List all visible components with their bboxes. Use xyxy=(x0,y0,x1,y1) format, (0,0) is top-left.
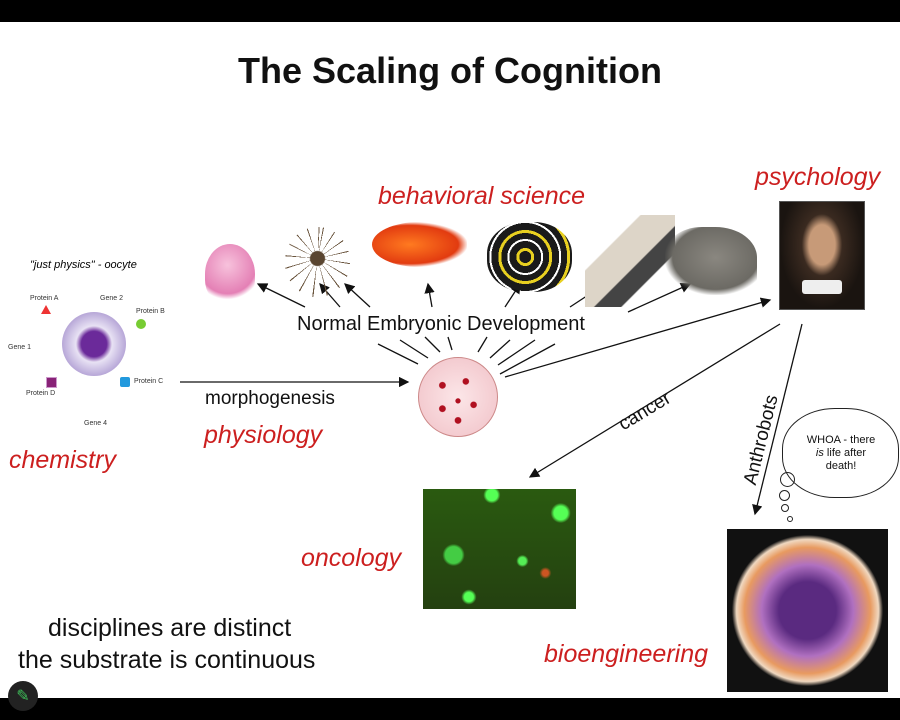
gene-1-label: Gene 1 xyxy=(8,344,31,351)
slide: The Scaling of Cognition "just physics" xyxy=(0,22,900,698)
normal-development-label: Normal Embryonic Development xyxy=(297,313,585,335)
bubble-dot-2 xyxy=(779,490,790,501)
oncology-label: oncology xyxy=(301,544,402,572)
pencil-icon: ✎ xyxy=(16,688,30,705)
jellyfish-image xyxy=(205,244,255,304)
oocyte-caption: "just physics" - oocyte xyxy=(30,259,137,271)
bubble-line3: death! xyxy=(825,460,857,472)
arrows xyxy=(180,282,803,516)
thought-bubble xyxy=(782,408,899,498)
protein-d-label: Protein D xyxy=(26,390,56,397)
snake-image xyxy=(487,222,572,292)
gene-4-label: Gene 4 xyxy=(84,420,107,427)
bubble-line2: life after xyxy=(823,447,867,459)
elephant-image xyxy=(665,227,757,295)
oncology-image xyxy=(423,489,576,609)
protein-b-label: Protein B xyxy=(136,308,165,315)
protein-c-icon xyxy=(120,377,130,387)
protein-c-label: Protein C xyxy=(134,378,164,385)
oocyte-image xyxy=(62,312,126,376)
bubble-line1: WHOA - there xyxy=(806,434,876,446)
bubble-is: is xyxy=(815,447,824,459)
footer-line-1: disciplines are distinct xyxy=(48,614,292,642)
bubble-dot-4 xyxy=(787,516,793,522)
bubble-dot-3 xyxy=(781,504,789,512)
descartes-portrait xyxy=(779,201,865,310)
spider-image xyxy=(285,227,350,297)
anthrobot-image xyxy=(727,529,888,692)
protein-d-icon xyxy=(46,377,57,388)
embryo-image xyxy=(418,357,498,437)
footer-line-2: the substrate is continuous xyxy=(18,646,316,674)
bubble-dot-1 xyxy=(780,472,795,487)
slide-title: The Scaling of Cognition xyxy=(238,50,662,91)
bioengineering-label: bioengineering xyxy=(544,640,709,668)
morphogenesis-label: morphogenesis xyxy=(205,388,335,409)
physiology-label: physiology xyxy=(204,421,323,449)
gene-2-label: Gene 2 xyxy=(100,295,123,302)
chemistry-label: chemistry xyxy=(9,446,116,474)
goldfish-image xyxy=(372,222,467,267)
edit-button[interactable]: ✎ xyxy=(8,681,38,711)
protein-a-label: Protein A xyxy=(30,295,59,302)
protein-a-icon xyxy=(41,305,51,314)
protein-b-icon xyxy=(136,319,146,329)
thought-bubble-text: WHOA - there is life after death! xyxy=(795,434,887,473)
pelican-image xyxy=(585,215,675,307)
psychology-label: psychology xyxy=(755,163,881,191)
behavioral-science-label: behavioral science xyxy=(378,182,586,210)
